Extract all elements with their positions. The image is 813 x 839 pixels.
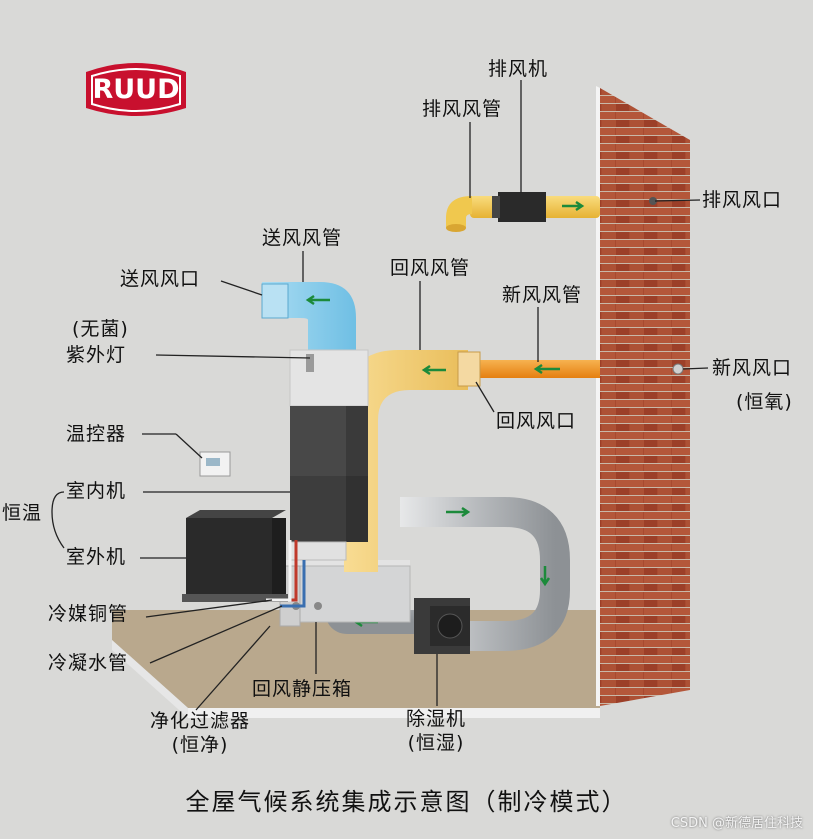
label-thermostat: 温控器 — [66, 423, 127, 445]
label-supply-duct: 送风风管 — [262, 227, 343, 249]
label-return-plenum: 回风静压箱 — [252, 678, 353, 700]
outdoor-unit-top — [186, 510, 286, 518]
exhaust-outlet — [649, 197, 657, 205]
uv-lamp — [306, 354, 314, 372]
fresh-arrow — [533, 363, 560, 375]
indoor-unit-lower — [290, 476, 346, 542]
label-fresh-inlet-line1: 新风风口 — [712, 357, 793, 379]
label-outdoor-unit: 室外机 — [66, 546, 127, 568]
constant-temp-brace — [51, 491, 65, 549]
label-constant-temp: 恒温 — [2, 502, 43, 524]
label-uv-lamp-line2: 紫外灯 — [66, 344, 127, 366]
label-exhaust-outlet: 排风风口 — [702, 189, 783, 211]
return-plenum-face — [299, 565, 411, 623]
outdoor-unit — [186, 518, 272, 594]
exhaust-fan-box — [498, 192, 546, 222]
fresh-inlet — [672, 363, 684, 375]
label-exhaust-duct: 排风风管 — [422, 98, 503, 120]
refrigerant-pipe-2 — [266, 540, 292, 602]
label-purifier-line2: (恒净) — [171, 734, 229, 756]
outdoor-unit-base — [182, 594, 288, 602]
floor-edge — [112, 640, 188, 718]
supply-arrow — [305, 294, 330, 306]
label-refrigerant-pipe: 冷媒铜管 — [48, 603, 129, 625]
indoor-unit-base — [289, 541, 347, 561]
label-supply-outlet: 送风风口 — [120, 268, 201, 290]
plenum-port-2 — [314, 602, 322, 610]
watermark: CSDN @新德居住科技 — [670, 816, 803, 831]
label-indoor-unit: 室内机 — [66, 480, 127, 502]
label-purifier-line1: 净化过滤器 — [149, 710, 250, 732]
indoor-unit-upper-side — [346, 406, 368, 476]
return-arrow-top — [421, 364, 446, 376]
label-condensate-pipe: 冷凝水管 — [48, 652, 129, 674]
label-dehumidifier-line2: (恒湿) — [407, 732, 465, 754]
dehumidifier-loop-pipe — [400, 497, 570, 651]
uv-lamp-box — [289, 349, 369, 407]
supply-outlet-grille — [261, 283, 289, 319]
label-fresh-duct: 新风风管 — [502, 284, 583, 306]
ruud-logo: RUUD — [80, 58, 192, 120]
exhaust-duct-end — [446, 224, 466, 232]
brick-wall-edge — [596, 86, 600, 706]
brick-wall — [600, 88, 690, 706]
dehumid-arrow-side — [539, 566, 551, 587]
floor-front-edge — [188, 708, 600, 718]
indoor-unit-upper — [290, 406, 346, 476]
label-fresh-inlet-line2: (恒氧) — [736, 391, 793, 413]
diagram-caption: 全屋气候系统集成示意图（制冷模式） — [185, 788, 628, 816]
label-exhaust-fan: 排风机 — [488, 58, 549, 80]
label-return-duct: 回风风管 — [390, 257, 471, 279]
dehumid-arrow-top — [446, 506, 471, 518]
exhaust-duct-elbow — [446, 196, 472, 228]
exhaust-arrow — [562, 200, 585, 212]
return-outlet-grille — [457, 351, 481, 387]
label-uv-lamp-line1: (无菌) — [72, 318, 129, 340]
leader-lines — [140, 80, 709, 711]
exhaust-fan-flange — [492, 196, 500, 218]
dehumidifier-port — [437, 613, 463, 639]
outdoor-unit-side — [272, 518, 286, 594]
ruud-logo-shape — [86, 63, 186, 116]
thermostat-display — [206, 458, 220, 466]
return-air-duct — [344, 350, 468, 572]
condensate-pipe — [280, 560, 306, 608]
logo-text: RUUD — [92, 74, 180, 105]
label-return-outlet: 回风风口 — [496, 410, 577, 432]
indoor-unit-lower-side — [346, 476, 368, 542]
label-dehumidifier-line1: 除湿机 — [405, 708, 466, 730]
